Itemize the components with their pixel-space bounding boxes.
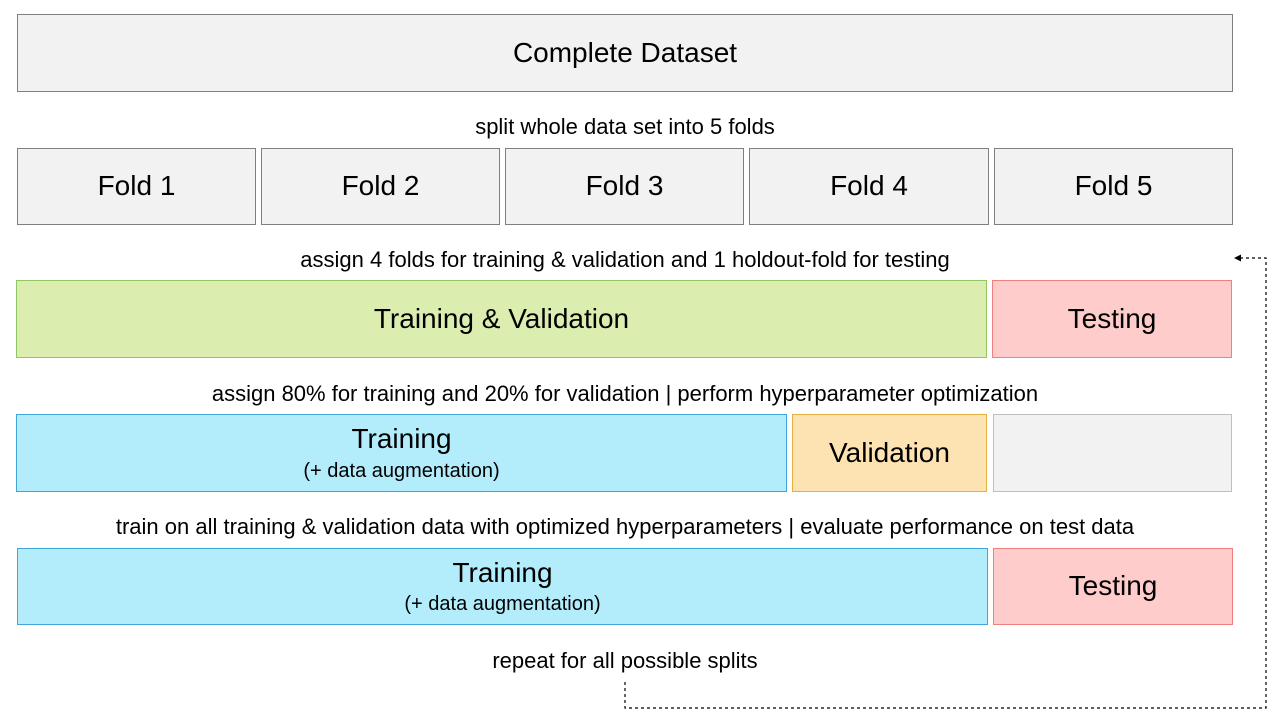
training-note-row5: (+ data augmentation) — [404, 593, 601, 616]
train-all-caption: train on all training & validation data … — [115, 514, 1135, 539]
testing-label-row5: Testing — [1068, 570, 1158, 602]
complete-dataset-label: Complete Dataset — [512, 36, 738, 68]
testing-box-row5: Testing — [993, 548, 1233, 625]
fold-2-label: Fold 2 — [341, 170, 420, 202]
split-caption: split whole data set into 5 folds — [475, 114, 775, 139]
training-validation-label: Training & Validation — [373, 302, 630, 334]
holdout-placeholder-box — [993, 414, 1232, 492]
training-box-row5: Training (+ data augmentation) — [17, 548, 988, 625]
assign-percent-caption: assign 80% for training and 20% for vali… — [211, 381, 1039, 406]
validation-label: Validation — [829, 436, 950, 468]
testing-box-row3: Testing — [992, 280, 1232, 358]
fold-3-label: Fold 3 — [585, 170, 664, 202]
fold-3-box: Fold 3 — [505, 148, 744, 225]
fold-1-box: Fold 1 — [17, 148, 256, 225]
training-note-row4: (+ data augmentation) — [303, 459, 500, 482]
testing-label-row3: Testing — [1067, 302, 1157, 334]
fold-2-box: Fold 2 — [261, 148, 500, 225]
training-label-row5: Training — [452, 556, 553, 588]
fold-4-box: Fold 4 — [749, 148, 989, 225]
training-box-row4: Training (+ data augmentation) — [16, 414, 787, 492]
fold-5-box: Fold 5 — [994, 148, 1233, 225]
fold-1-label: Fold 1 — [97, 170, 176, 202]
training-label-row4: Training — [351, 423, 452, 455]
fold-4-label: Fold 4 — [830, 170, 908, 202]
fold-5-label: Fold 5 — [1074, 170, 1153, 202]
validation-box: Validation — [792, 414, 987, 492]
assign-folds-caption: assign 4 folds for training & validation… — [300, 247, 950, 272]
complete-dataset-box: Complete Dataset — [17, 14, 1233, 92]
repeat-caption: repeat for all possible splits — [492, 648, 758, 673]
training-validation-box: Training & Validation — [16, 280, 987, 358]
